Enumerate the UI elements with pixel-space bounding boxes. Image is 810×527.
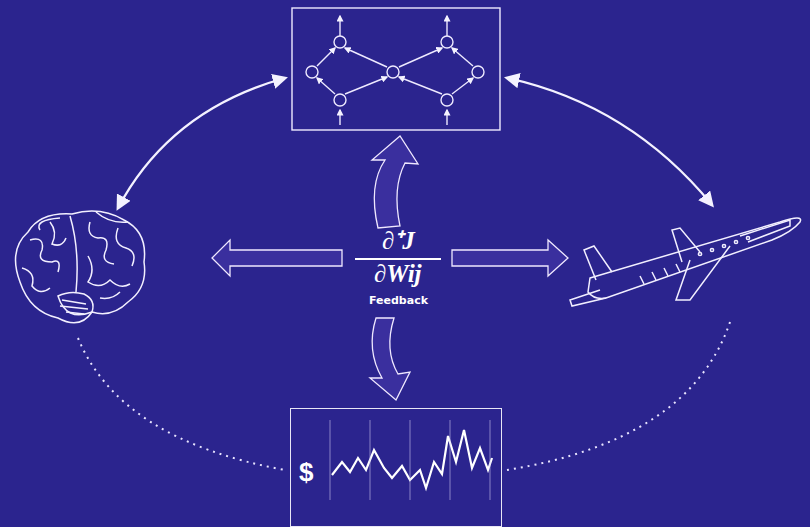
- chart-box: $: [290, 408, 502, 527]
- chart-grid: [330, 420, 490, 500]
- feedback-arrows: [212, 136, 568, 400]
- neural-network: [292, 8, 500, 130]
- formula-numerator: ∂⁺J: [382, 222, 415, 256]
- dotted-link: [78, 338, 285, 470]
- link-arrow: [507, 78, 712, 205]
- fraction-bar: [355, 258, 441, 260]
- feedback-label: Feedback: [369, 294, 428, 307]
- brain: [16, 211, 145, 323]
- link-arrow: [118, 78, 285, 208]
- dotted-link: [507, 322, 730, 470]
- jet-aircraft: [570, 218, 801, 306]
- formula-denominator: ∂Wij: [374, 260, 422, 288]
- node-text: $: [299, 457, 313, 488]
- price-line: [332, 430, 492, 488]
